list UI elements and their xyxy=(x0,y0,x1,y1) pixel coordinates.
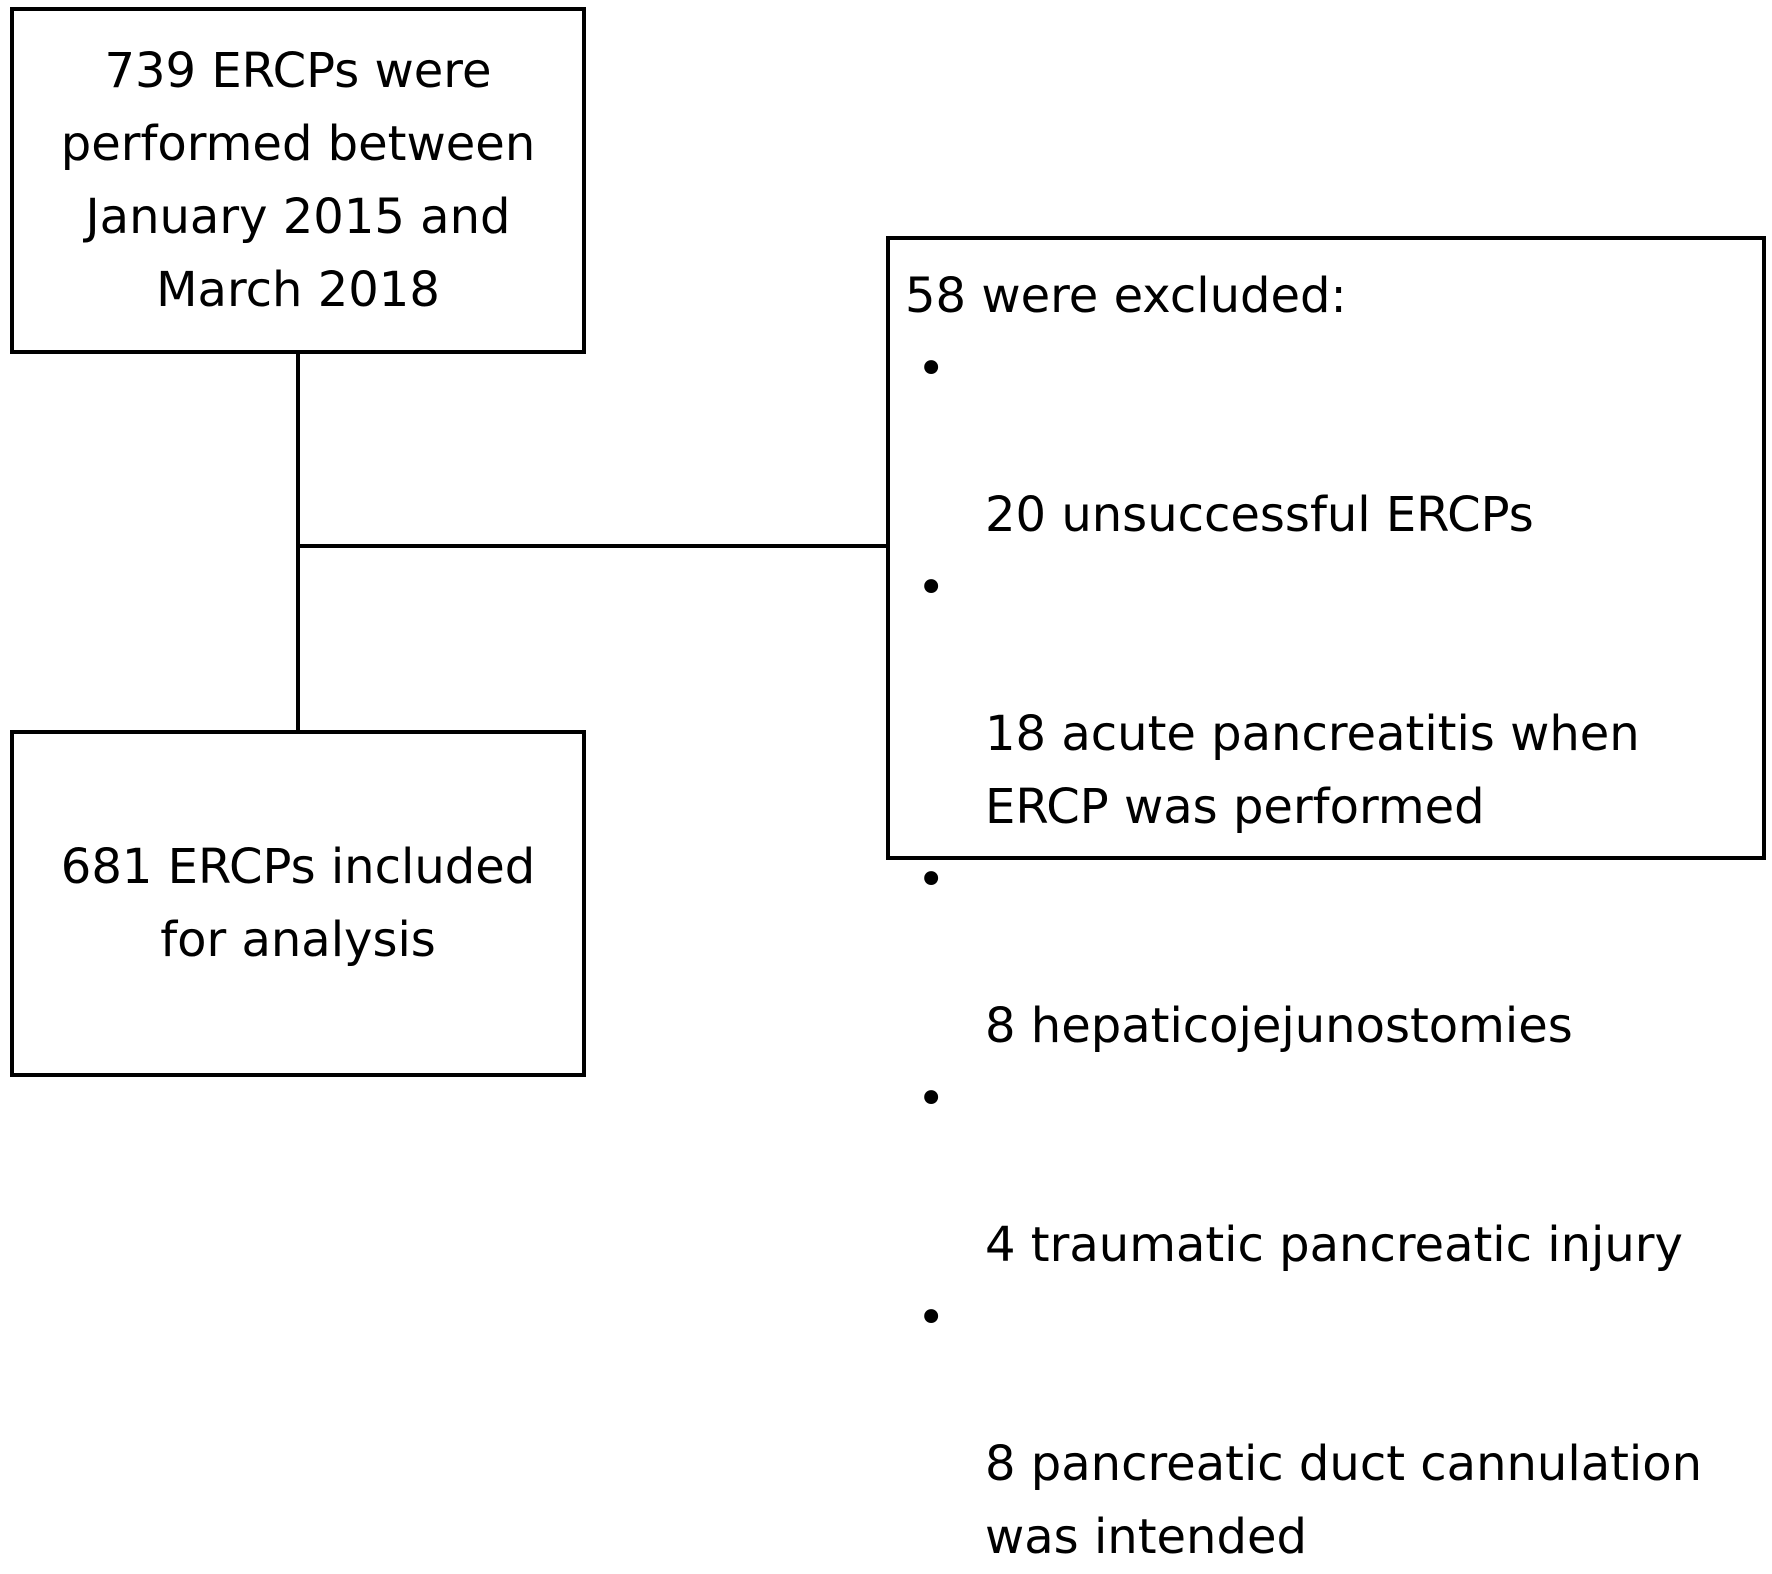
bullet-icon: • xyxy=(917,852,946,908)
bullet-icon: • xyxy=(917,1290,946,1346)
exclusion-header: 58 were excluded: xyxy=(905,268,1347,324)
connector-vertical-line xyxy=(296,354,300,730)
box-exclusions: 58 were excluded: • 20 unsuccessful ERCP… xyxy=(886,236,1766,1565)
exclusion-item: • 8 hepaticojejunostomies xyxy=(905,844,1750,1063)
box-included-ercps: 681 ERCPs included for analysis xyxy=(10,730,586,1077)
exclusion-item-text: 18 acute pancreatitis when ERCP was perf… xyxy=(985,706,1640,835)
exclusion-item-text: 20 unsuccessful ERCPs xyxy=(985,487,1534,543)
exclusion-item: • 20 unsuccessful ERCPs xyxy=(905,333,1750,552)
exclusion-item: • 8 pancreatic duct cannulation was inte… xyxy=(905,1282,1750,1574)
exclusion-item-text: 8 hepaticojejunostomies xyxy=(985,998,1573,1054)
exclusion-item: • 4 traumatic pancreatic injury xyxy=(905,1063,1750,1282)
bullet-icon: • xyxy=(917,341,946,397)
included-ercps-text: 681 ERCPs included for analysis xyxy=(60,838,536,968)
total-ercps-text: 739 ERCPs were performed between January… xyxy=(60,42,536,318)
exclusion-list: • 20 unsuccessful ERCPs • 18 acute pancr… xyxy=(905,333,1750,1574)
bullet-icon: • xyxy=(917,560,946,616)
exclusion-item: • 18 acute pancreatitis when ERCP was pe… xyxy=(905,552,1750,844)
box-total-ercps: 739 ERCPs were performed between January… xyxy=(10,7,586,354)
bullet-icon: • xyxy=(917,1071,946,1127)
exclusion-item-text: 8 pancreatic duct cannulation was intend… xyxy=(985,1436,1703,1565)
exclusion-item-text: 4 traumatic pancreatic injury xyxy=(985,1217,1683,1273)
connector-horizontal-line xyxy=(296,544,886,548)
